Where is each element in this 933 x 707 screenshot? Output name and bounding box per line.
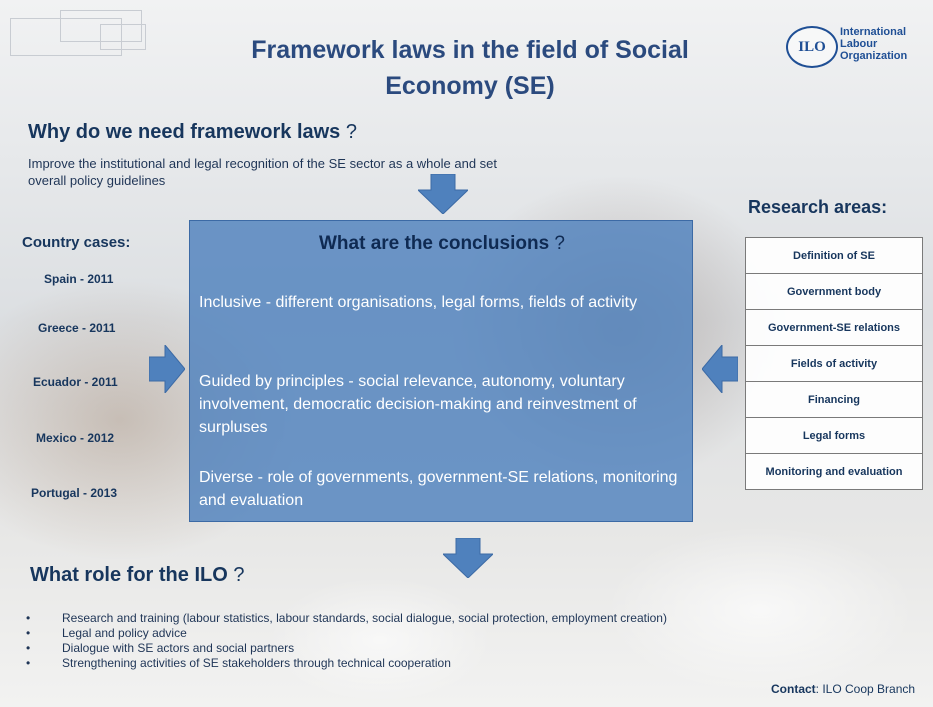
country-case: Mexico - 2012 <box>36 431 115 445</box>
ilo-logo: ILO International Labour Organization <box>786 22 928 70</box>
ilo-emblem-icon: ILO <box>786 26 838 68</box>
country-case: Portugal - 2013 <box>31 486 118 500</box>
decorative-frame-lines <box>10 10 150 60</box>
why-heading: Why do we need framework laws ? <box>28 121 357 143</box>
conclusions-box: What are the conclusions ? Inclusive - d… <box>189 220 693 522</box>
research-areas-heading: Research areas: <box>748 197 888 217</box>
research-area: Legal forms <box>745 417 923 454</box>
page-title: Framework laws in the field of Social Ec… <box>251 36 689 100</box>
why-text: Improve the institutional and legal reco… <box>28 156 498 188</box>
country-case: Greece - 2011 <box>38 321 116 335</box>
conclusion-item: Guided by principles - social relevance,… <box>199 373 637 436</box>
country-case: Spain - 2011 <box>44 272 114 286</box>
country-cases-heading: Country cases: <box>22 234 131 251</box>
arrow-right-icon <box>149 345 185 393</box>
arrow-down-icon <box>443 538 493 578</box>
research-areas-table: Definition of SE Government body Governm… <box>745 237 923 490</box>
research-area: Government body <box>745 273 923 310</box>
list-item: Research and training (labour statistics… <box>22 611 667 626</box>
arrow-down-icon <box>418 174 468 214</box>
list-item: Strengthening activities of SE stakehold… <box>22 656 667 671</box>
ilo-role-list: Research and training (labour statistics… <box>22 611 667 671</box>
list-item: Dialogue with SE actors and social partn… <box>22 641 667 656</box>
contact-info: Contact: ILO Coop Branch <box>771 682 916 696</box>
research-area: Monitoring and evaluation <box>745 453 923 490</box>
country-case: Ecuador - 2011 <box>33 375 118 389</box>
research-area: Fields of activity <box>745 345 923 382</box>
conclusions-heading: What are the conclusions ? <box>318 233 565 254</box>
ilo-logo-text: International Labour Organization <box>840 26 908 62</box>
conclusion-item: Diverse - role of governments, governmen… <box>199 469 678 509</box>
research-area: Financing <box>745 381 923 418</box>
research-area: Government-SE relations <box>745 309 923 346</box>
arrow-left-icon <box>702 345 738 393</box>
conclusion-item: Inclusive - different organisations, leg… <box>199 294 638 311</box>
research-area: Definition of SE <box>745 237 923 274</box>
ilo-role-heading: What role for the ILO ? <box>30 564 245 586</box>
list-item: Legal and policy advice <box>22 626 667 641</box>
